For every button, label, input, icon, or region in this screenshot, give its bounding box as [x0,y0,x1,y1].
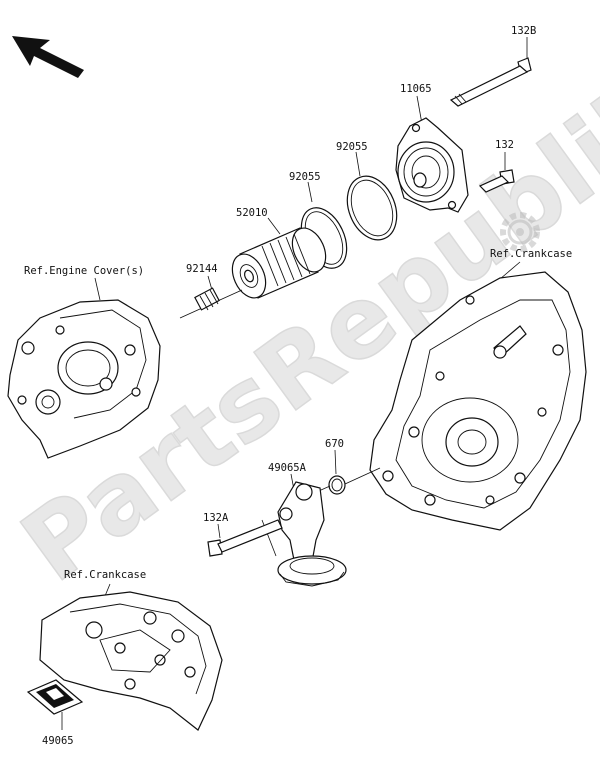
label-132: 132 [495,139,514,151]
spring-92144[interactable] [179,275,243,319]
crankcase-right-illustration [369,261,587,531]
gear-logo-icon [500,212,540,252]
label-92055-small: 92055 [289,171,321,183]
o-ring-92055-large[interactable] [338,151,405,247]
label-ref-crankcase-left: Ref.Crankcase [64,569,146,581]
label-52010: 52010 [236,207,268,219]
bolt-132a[interactable] [207,519,283,557]
label-ref-engine-cover: Ref.Engine Cover(s) [24,265,144,277]
label-11065: 11065 [400,83,432,95]
part-labels: 132B 11065 92055 132 92055 52010 92144 R… [24,25,572,747]
engine-cover-illustration [7,277,161,459]
bolt-132[interactable] [478,152,515,193]
crankcase-left-illustration [39,583,223,731]
label-132b: 132B [511,25,536,37]
label-49065a: 49065A [268,462,307,474]
label-92144: 92144 [186,263,218,275]
label-670: 670 [325,438,344,450]
oil-filter-cover-11065[interactable] [395,95,469,213]
oil-filter-52010[interactable] [226,217,332,303]
strainer-pipe-49065a[interactable] [277,473,347,587]
o-ring-670[interactable] [328,449,381,495]
label-49065: 49065 [42,735,74,747]
front-direction-arrow-icon [12,36,84,78]
label-ref-crankcase-right: Ref.Crankcase [490,248,572,260]
gasket-49065[interactable] [26,679,84,730]
bolt-132b[interactable] [449,37,532,107]
label-92055-large: 92055 [336,141,368,153]
label-132a: 132A [203,512,229,524]
